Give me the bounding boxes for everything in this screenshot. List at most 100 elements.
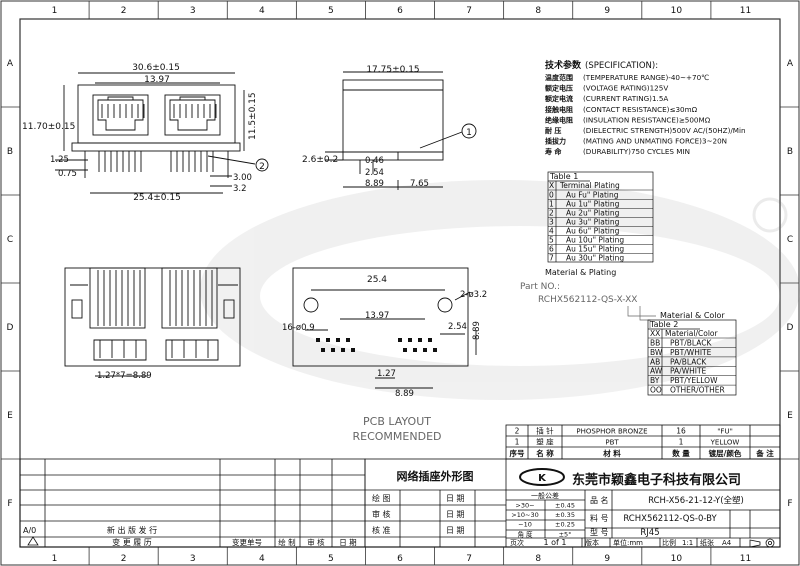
pcb-hole-dot — [321, 348, 325, 352]
tol-range: ~10 — [518, 521, 532, 529]
tb-page-val: 1 of 1 — [544, 538, 567, 547]
table1-cell-plating: Au 30u" Plating — [566, 254, 624, 263]
pcb-hole-dot — [403, 348, 407, 352]
partno-leaders — [627, 306, 656, 328]
spec-row-en: (CONTACT RESISTANCE)≤30mΩ — [583, 105, 698, 114]
table1-cell-plating: Au 3u" Plating — [566, 218, 620, 227]
dim-depth: 17.75±0.15 — [366, 65, 419, 75]
table2-cell-code: AW — [650, 367, 663, 376]
rev-history: 变 更 履 历 — [112, 537, 152, 547]
border-col-label: 8 — [535, 554, 541, 564]
border-col-label: 1 — [52, 554, 58, 564]
dim-height: 11.70±0.15 — [22, 122, 75, 132]
bom-h-name: 名 称 — [536, 448, 554, 458]
table2-cell-matcolor: PBT/BLACK — [670, 339, 713, 348]
table2-h-matcolor: Material/Color — [665, 329, 718, 338]
watermark-logo — [200, 180, 800, 400]
bottom-pin-row — [165, 339, 219, 361]
border-col-label: 11 — [740, 6, 751, 16]
border-row-label: F — [7, 499, 12, 509]
pcb-hole-dot — [316, 338, 320, 342]
table2-title: Table 2 — [649, 320, 678, 329]
pcb-label1: PCB LAYOUT — [363, 415, 431, 428]
pcb-hole-dot — [418, 338, 422, 342]
tol-range: >30~ — [515, 502, 534, 510]
border-col-label: 3 — [190, 6, 196, 16]
tb-unit: 单位:mm — [613, 538, 643, 547]
pcb-hole-dot — [433, 348, 437, 352]
dim-height2: 11.5±0.15 — [248, 92, 258, 140]
tb-scale-label: 比例 — [662, 538, 676, 547]
spec-row-en: (DURABILITY)750 CYCLES MIN — [583, 147, 690, 156]
table2-cell-matcolor: PA/BLACK — [670, 357, 707, 366]
material-plating-label: Material & Plating — [545, 268, 616, 277]
table1-h-x: X — [549, 181, 554, 190]
pcb-hole-dot — [398, 338, 402, 342]
spec-row-cn: 额定电流 — [544, 94, 573, 103]
pcb-hole-dot — [341, 348, 345, 352]
tol-value: ±0.25 — [555, 521, 575, 529]
tb-type-label: 型 号 — [590, 528, 609, 537]
bom-cell-mat: PHOSPHOR BRONZE — [576, 428, 647, 436]
bom-h-qty: 数 量 — [672, 448, 690, 458]
tb-part-label: 料 号 — [590, 513, 609, 523]
tb-paper-label: 纸张 — [700, 538, 714, 547]
tb-check: 审 核 — [372, 509, 391, 519]
tb-ver-label: 版本 — [585, 538, 599, 547]
tb-page-label: 页次 — [510, 538, 524, 547]
border-row-label: A — [787, 59, 794, 69]
dim-300: 3.00 — [233, 173, 252, 183]
spec-row-cn: 绝缘电阻 — [545, 115, 573, 124]
spec-row-cn: 耐 压 — [545, 126, 561, 135]
rev-date-label: 日 期 — [339, 538, 356, 547]
bom-cell-no: 1 — [515, 438, 520, 447]
company-logo: K — [519, 468, 565, 486]
tol-title: 一般公差 — [531, 491, 559, 500]
rev-new-release: 新 出 版 发 行 — [107, 525, 157, 535]
table2-cell-matcolor: OTHER/OTHER — [670, 386, 725, 395]
border-row-label: B — [7, 147, 13, 157]
table2-cell-matcolor: PBT/WHITE — [670, 348, 712, 357]
rev-checker: 审 核 — [307, 537, 325, 547]
pcb-hole-dot — [423, 348, 427, 352]
bom-h-mat: 材 料 — [603, 448, 621, 458]
bom-cell-mat: PBT — [605, 439, 619, 447]
spec-row-en: (DIELECTRIC STRENGTH)500V AC/(50HZ)/Min — [583, 126, 746, 135]
table2 — [647, 319, 737, 396]
pcb-254: 25.4 — [367, 275, 387, 285]
front-view — [55, 72, 269, 194]
pcb-hole-dot — [413, 348, 417, 352]
table1-cell-code: 3 — [549, 218, 554, 227]
tol-range: >10~30 — [511, 511, 538, 519]
rev-triangle — [27, 536, 39, 546]
bom-cell-name: 塑 座 — [536, 437, 554, 447]
table1-cell-code: 1 — [549, 200, 554, 209]
dim-pitch: 13.97 — [144, 75, 170, 85]
spec-title-cn: 技术参数 — [545, 59, 582, 71]
border-row-label: E — [7, 411, 13, 421]
border-col-label: 7 — [466, 6, 472, 16]
border-col-label: 6 — [397, 554, 403, 564]
pcb-hole-dot — [408, 338, 412, 342]
pcb-hole-dot — [336, 338, 340, 342]
border-col-label: 4 — [259, 6, 265, 16]
tb-approve: 核 准 — [372, 525, 391, 535]
pcb-1397: 13.97 — [365, 311, 389, 321]
partno-label: Part NO.: — [520, 282, 560, 292]
pcb-254b: 2.54 — [448, 322, 467, 332]
tb-scale-val: 1:1 — [682, 539, 693, 547]
border-col-label: 2 — [121, 554, 127, 564]
spec-row-en: (INSULATION RESISTANCE)≥500MΩ — [583, 115, 711, 124]
revision-block — [19, 458, 366, 548]
tol-value: ±0.35 — [555, 511, 575, 519]
dim-span: 25.4±0.15 — [133, 193, 181, 203]
spec-row-cn: 接触电阻 — [545, 105, 573, 114]
border-col-label: 5 — [328, 554, 334, 564]
bottom-pitch: 1.27*7=8.89 — [97, 371, 152, 381]
table2-h-code: XX — [650, 329, 660, 338]
dim-26: 2.6±0.2 — [302, 155, 338, 165]
tb-date1: 日 期 — [446, 494, 465, 503]
tb-part-val: RCHX562112-QS-0-BY — [623, 514, 717, 524]
table1-cell-code: 4 — [549, 227, 554, 236]
